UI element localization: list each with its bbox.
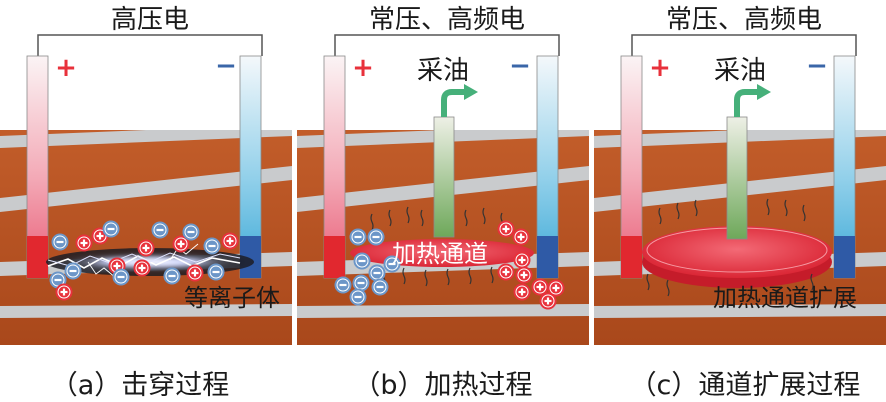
positive-charge xyxy=(221,232,239,250)
positive-charge xyxy=(497,220,515,238)
positive-electrode-tip xyxy=(324,236,345,278)
minus-sign: − xyxy=(509,51,531,81)
negative-charge xyxy=(353,252,371,270)
positive-charge xyxy=(513,251,531,269)
caption: （c）通道扩展过程 xyxy=(630,370,861,401)
oil-flow-arrow xyxy=(441,89,466,117)
negative-charge xyxy=(367,228,385,246)
negative-charge xyxy=(334,276,352,294)
production-well xyxy=(433,116,455,238)
positive-electrode-tip xyxy=(621,236,642,278)
negative-charge xyxy=(64,262,82,280)
positive-charge xyxy=(512,228,530,246)
positive-charge xyxy=(539,292,557,310)
panel-a: + − 高压电 等离子体 （a）击穿过程 xyxy=(0,5,292,401)
negative-charge xyxy=(368,264,386,282)
power-label: 高压电 xyxy=(111,5,189,35)
positive-charge xyxy=(515,266,533,284)
positive-charge xyxy=(55,283,73,301)
process-label: 等离子体 xyxy=(184,284,280,312)
positive-charge xyxy=(531,278,549,296)
plus-sign: + xyxy=(55,53,77,83)
panel-divider xyxy=(589,120,594,350)
negative-charge xyxy=(182,223,200,241)
negative-electrode-tip xyxy=(537,236,558,278)
oil-flow-arrowhead xyxy=(757,84,771,100)
oil-flow-arrow xyxy=(734,89,759,117)
caption: （b）加热过程 xyxy=(353,370,532,401)
expanded-heating-channel xyxy=(642,226,832,288)
negative-charge xyxy=(349,288,367,306)
process-label: 加热通道 xyxy=(392,240,488,268)
panel-c: + − 常压、高频电 采油 加热通道扩展 （c）通道扩展过程 xyxy=(594,5,886,401)
positive-charge xyxy=(497,263,515,281)
positive-charge xyxy=(133,259,151,277)
circuit-wire xyxy=(631,34,857,56)
negative-electrode-tip xyxy=(834,236,855,278)
extract-label: 采油 xyxy=(417,56,469,86)
positive-electrode-tip xyxy=(27,236,48,278)
production-well xyxy=(726,116,748,240)
panel-b: + − 常压、高频电 采油 加热通道 （b）加热过程 xyxy=(297,5,589,401)
negative-charge xyxy=(151,221,169,239)
positive-charge xyxy=(75,234,93,252)
positive-charge xyxy=(513,283,531,301)
negative-charge xyxy=(207,263,225,281)
negative-charge xyxy=(349,228,367,246)
minus-sign: − xyxy=(215,51,237,81)
plus-sign: + xyxy=(649,53,671,83)
oil-flow-arrowhead xyxy=(464,84,478,100)
circuit-wire xyxy=(334,34,560,56)
positive-charge xyxy=(186,264,204,282)
caption: （a）击穿过程 xyxy=(51,370,230,401)
extract-label: 采油 xyxy=(714,56,766,86)
power-label: 常压、高频电 xyxy=(666,5,822,35)
process-label: 加热通道扩展 xyxy=(713,284,857,312)
power-label: 常压、高频电 xyxy=(369,5,525,35)
plus-sign: + xyxy=(352,53,374,83)
negative-charge xyxy=(371,278,389,296)
negative-charge xyxy=(51,233,69,251)
circuit-wire xyxy=(37,34,263,56)
positive-charge xyxy=(137,239,155,257)
panel-divider xyxy=(292,120,297,350)
negative-charge xyxy=(102,220,120,238)
minus-sign: − xyxy=(806,51,828,81)
negative-charge xyxy=(163,267,181,285)
heat-waves xyxy=(646,198,814,297)
negative-charge xyxy=(352,274,370,292)
negative-charge xyxy=(112,268,130,286)
negative-charge xyxy=(203,237,221,255)
